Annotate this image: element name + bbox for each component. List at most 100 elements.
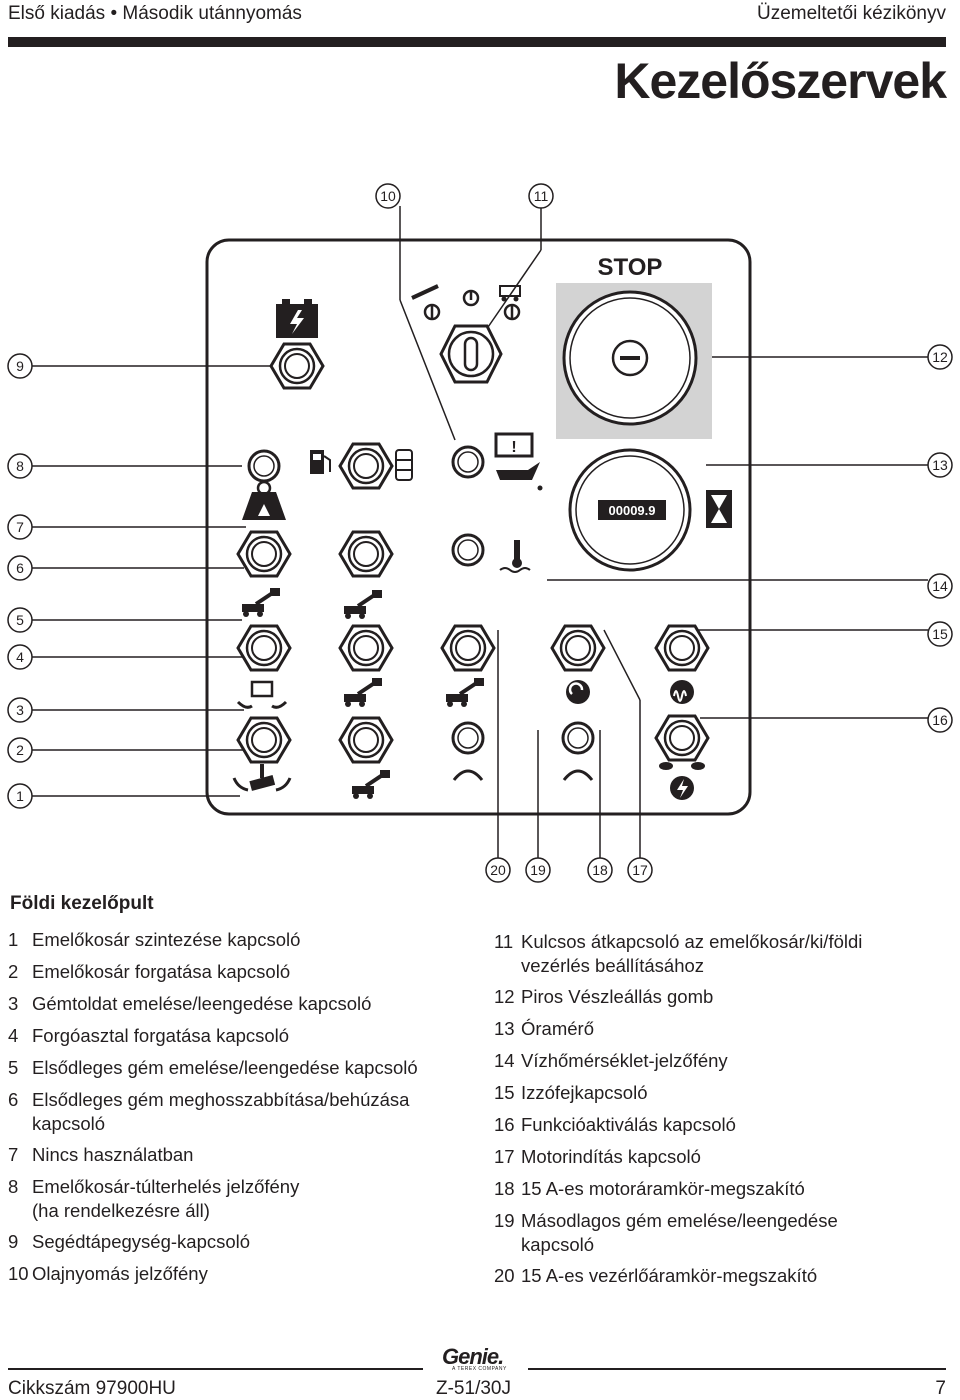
callout-2: 2 — [7, 737, 33, 763]
engine-start-switch[interactable] — [550, 624, 606, 672]
legend-number: 5 — [8, 1057, 19, 1078]
control-circuit-breaker[interactable] — [451, 721, 485, 755]
svg-text:8: 8 — [16, 458, 24, 474]
footer-rule-left — [8, 1368, 423, 1370]
bullet: • — [110, 3, 118, 24]
callout-16: 16 — [927, 707, 953, 733]
key-switch[interactable] — [439, 324, 503, 384]
reprint-label: Második utánnyomás — [122, 3, 302, 24]
svg-text:1: 1 — [16, 788, 24, 804]
ground-control-panel-diagram: STOP 00009.9 — [7, 183, 953, 883]
callout-14: 14 — [927, 573, 953, 599]
section-title: Földi kezelőpult — [10, 893, 154, 914]
legend-number: 17 — [494, 1146, 515, 1167]
callout-12: 12 — [927, 344, 953, 370]
primary-boom-extend-retract-switch[interactable] — [236, 530, 292, 578]
svg-text:9: 9 — [16, 358, 24, 374]
overload-weight-icon — [242, 480, 286, 520]
page-number: 7 — [935, 1378, 946, 1399]
stop-label: STOP — [598, 254, 663, 281]
leader-lines — [32, 206, 928, 858]
callout-18: 18 — [587, 857, 613, 883]
platform-rotate-switch[interactable] — [236, 716, 292, 764]
legend-number: 2 — [8, 961, 19, 982]
callout-3: 3 — [7, 697, 33, 723]
legend-number: 7 — [8, 1144, 19, 1165]
primary-boom-up-down-switch[interactable] — [338, 530, 394, 578]
legend-text: Kulcsos átkapcsoló az emelőkosár/ki/föld… — [521, 931, 863, 952]
water-temperature-light — [451, 533, 485, 567]
legend-number: 8 — [8, 1176, 19, 1197]
legend-text: Gémtoldat emelése/leengedése kapcsoló — [32, 993, 372, 1014]
legend-number: 19 — [494, 1210, 515, 1231]
svg-text:6: 6 — [16, 560, 24, 576]
legend-text: Izzófejkapcsoló — [521, 1082, 648, 1103]
emergency-stop-button[interactable] — [562, 290, 698, 426]
edition-label: Első kiadás — [8, 3, 106, 24]
platform-mode-icon — [411, 284, 439, 300]
secondary-boom-up-down-switch[interactable] — [440, 624, 496, 672]
svg-text:18: 18 — [592, 862, 608, 878]
svg-text:13: 13 — [932, 457, 948, 473]
function-enable-switch[interactable] — [654, 714, 710, 762]
water-temperature-icon — [499, 540, 531, 573]
callout-6: 6 — [7, 555, 33, 581]
jib-boom-up-down-switch[interactable] — [338, 624, 394, 672]
header-edition: Első kiadás • Második utánnyomás — [8, 3, 302, 25]
legend-text: Segédtápegység-kapcsoló — [32, 1231, 251, 1252]
function-enable-icon — [670, 776, 694, 800]
hourglass-icon — [706, 490, 732, 528]
legend-number: 11 — [494, 931, 514, 952]
legend-text: Elsődleges gém meghosszabbítása/behúzása — [32, 1089, 410, 1110]
auxiliary-power-switch[interactable] — [269, 342, 325, 390]
header-rule — [8, 37, 946, 47]
svg-text:5: 5 — [16, 612, 24, 628]
glow-plug-switch[interactable] — [654, 624, 710, 672]
legend-text: Motorindítás kapcsoló — [521, 1146, 701, 1167]
legend-text-cont: vezérlés beállításához — [521, 955, 705, 976]
page-title: Kezelőszervek — [614, 53, 947, 109]
legend-number: 16 — [494, 1114, 515, 1135]
turntable-rotate-switch[interactable] — [236, 624, 292, 672]
fuel-select-switch[interactable] — [338, 442, 394, 490]
callout-1: 1 — [7, 783, 33, 809]
legend-text-cont: kapcsoló — [521, 1234, 595, 1255]
svg-text:20: 20 — [490, 862, 506, 878]
hour-meter: 00009.9 — [568, 448, 692, 572]
legend-text-cont: (ha rendelkezésre áll) — [32, 1200, 210, 1221]
legend-number: 10 — [8, 1263, 29, 1284]
callout-19: 19 — [525, 857, 551, 883]
oil-can-icon — [496, 462, 543, 491]
legend-text: 15 A-es motoráramkör-megszakító — [521, 1178, 805, 1199]
legend-number: 15 — [494, 1082, 515, 1103]
legend-number: 12 — [494, 986, 515, 1007]
battery-icon — [276, 299, 318, 338]
ground-mode-icon — [499, 285, 521, 302]
platform-level-switch[interactable] — [338, 716, 394, 764]
callout-13: 13 — [927, 452, 953, 478]
engine-circuit-breaker[interactable] — [561, 721, 595, 755]
genie-logo: Genie. — [442, 1344, 504, 1369]
legend-number: 9 — [8, 1231, 19, 1252]
legend-text: Funkcióaktiválás kapcsoló — [521, 1114, 736, 1135]
glow-plug-icon — [670, 680, 694, 704]
turtle-rabbit-icon — [659, 762, 705, 770]
svg-text:19: 19 — [530, 862, 546, 878]
part-number: Cikkszám 97900HU — [8, 1378, 176, 1399]
oil-pressure-light — [451, 445, 485, 479]
svg-text:3: 3 — [16, 702, 24, 718]
manual-name: Üzemeltetői kézikönyv — [756, 3, 946, 24]
legend-text: Elsődleges gém emelése/leengedése kapcso… — [32, 1057, 418, 1078]
callout-17: 17 — [627, 857, 653, 883]
svg-text:14: 14 — [932, 578, 948, 594]
svg-text:10: 10 — [380, 188, 396, 204]
svg-text:12: 12 — [932, 349, 948, 365]
check-engine-icon: ! — [494, 432, 534, 458]
legend-number: 18 — [494, 1178, 515, 1199]
callout-8: 8 — [7, 453, 33, 479]
callout-11: 11 — [528, 183, 554, 209]
callout-10: 10 — [375, 183, 401, 209]
footer-rule-right — [528, 1368, 946, 1370]
svg-text:2: 2 — [16, 742, 24, 758]
svg-text:11: 11 — [534, 188, 549, 204]
